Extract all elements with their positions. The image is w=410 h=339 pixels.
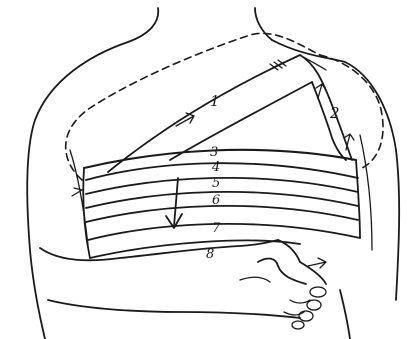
strip-1-label: 1: [210, 92, 220, 110]
band-label-5: 5: [212, 176, 220, 191]
band-label-3: 3: [210, 145, 218, 160]
strip-2-label: 2: [329, 104, 340, 122]
forearm-hand: [40, 240, 326, 329]
fingertip-2: [307, 300, 321, 310]
band-label-4: 4: [211, 160, 220, 175]
fingertip-3: [299, 311, 313, 321]
horizontal-bands: 3 4 5 6 7 8: [83, 145, 360, 268]
fingertip-4: [292, 321, 304, 329]
band-label-6: 6: [212, 193, 220, 208]
strip-1-arrow-icon: [176, 113, 194, 126]
fingertip-1: [310, 287, 326, 297]
down-arrow-shaft: [174, 178, 178, 226]
band-label-7: 7: [212, 221, 221, 236]
shoulder-strip-2: 2: [270, 55, 354, 160]
band-end-arrow-icon: [308, 258, 326, 268]
band-label-8: 8: [206, 247, 214, 262]
